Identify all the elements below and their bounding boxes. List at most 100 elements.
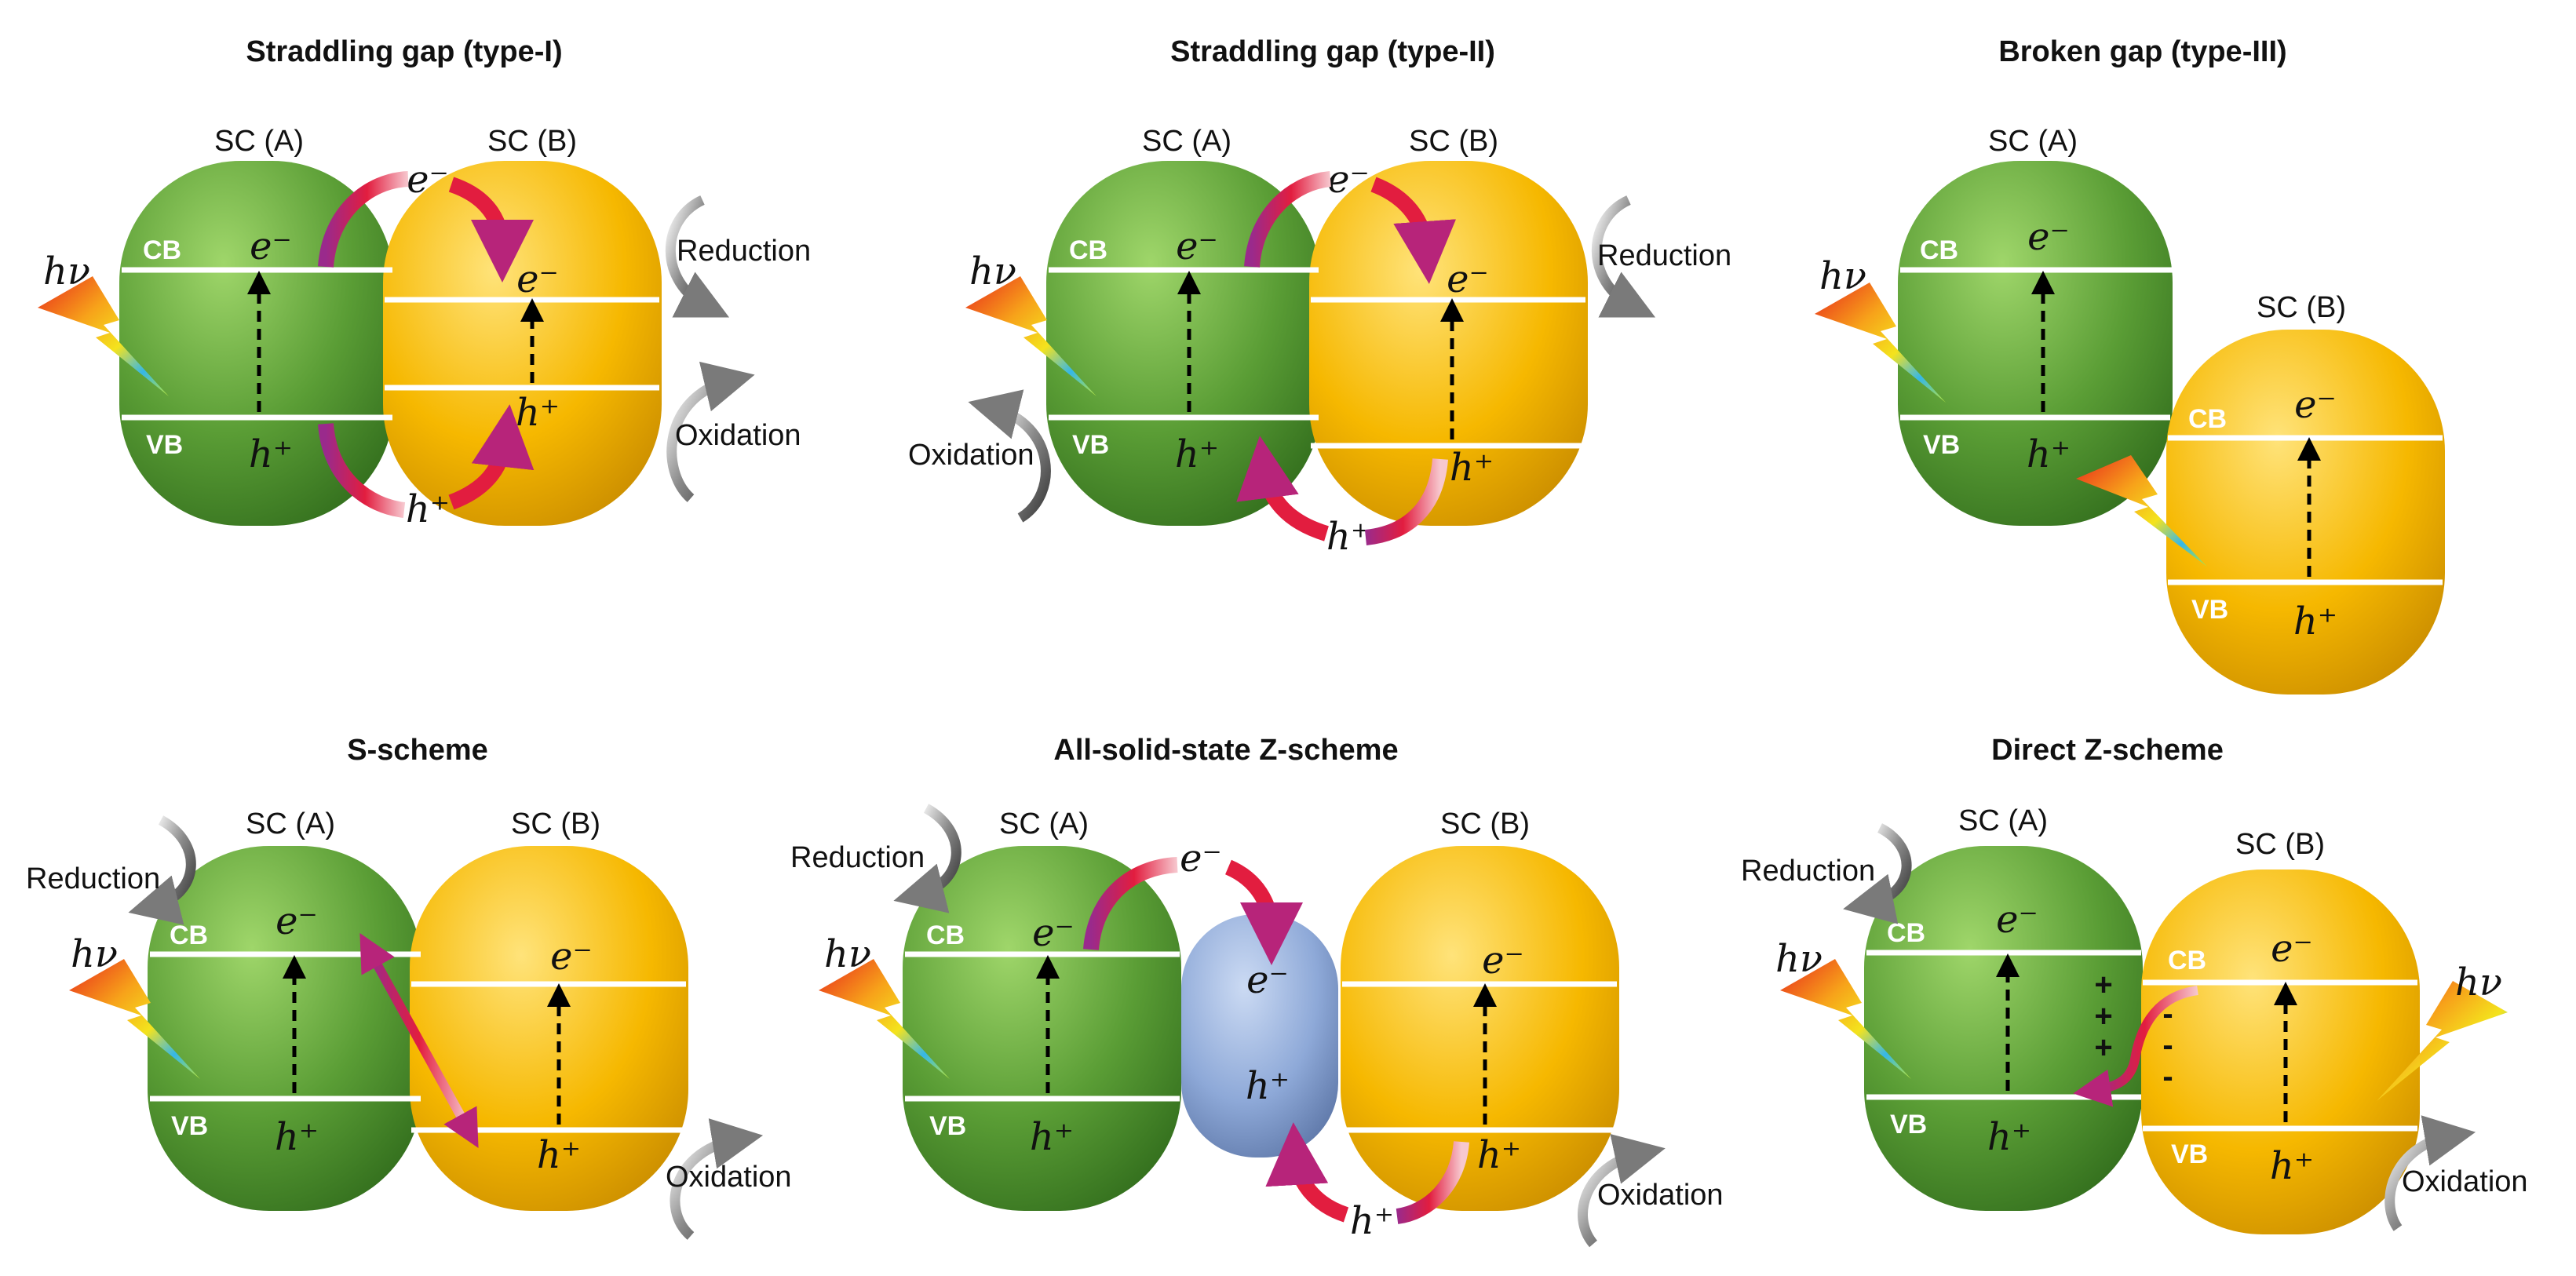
electron-b: e⁻ [2271, 927, 2313, 971]
positive-charge: + [2094, 1030, 2112, 1065]
cb-label: CB [1920, 235, 1958, 265]
cb-label: CB [926, 921, 965, 950]
cb-label: CB [143, 235, 181, 265]
electron-mediator [1181, 914, 1338, 1158]
semiconductor-b [1309, 161, 1588, 526]
vb-label: VB [929, 1111, 966, 1141]
oxidation-label: Oxidation [908, 439, 1034, 472]
panel-all-solid-z-scheme: All-solid-state Z-scheme SC (A) SC (B) C… [790, 734, 1724, 1248]
reduction-arrow-icon [1591, 195, 1656, 318]
photon-label: hν [1819, 254, 1866, 298]
lightning-icon [965, 276, 1096, 396]
reduction-arrow-icon [665, 195, 730, 318]
hole-arrow-tail [1396, 1140, 1469, 1224]
electron-arrow-tail [318, 171, 409, 268]
panel-title: Broken gap (type-III) [1998, 35, 2286, 68]
hole-b: h⁺ [2293, 600, 2337, 643]
sc-a-label: SC (A) [214, 125, 304, 158]
hole-b: h⁺ [1477, 1133, 1521, 1177]
hole-arrow-tail [318, 423, 406, 518]
photon-label: hν [969, 250, 1016, 293]
vb-label-b: VB [2171, 1139, 2208, 1169]
positive-charge: + [2094, 999, 2112, 1034]
electron-a: e⁻ [2027, 215, 2070, 259]
recombination-arrow [359, 932, 479, 1149]
electron-arrow [448, 177, 534, 283]
electron-b: e⁻ [2294, 383, 2337, 427]
electron-transfer: e⁻ [1180, 837, 1222, 880]
semiconductor-a [1864, 846, 2143, 1211]
semiconductor-b [383, 161, 662, 526]
panel-title: Direct Z-scheme [1991, 734, 2224, 767]
hole-arrow-tail [1364, 458, 1448, 545]
vb-label-b: VB [2191, 595, 2228, 625]
vb-label: VB [1923, 430, 1960, 460]
electron-a: e⁻ [250, 224, 292, 268]
hole-transfer: h⁺ [406, 487, 450, 531]
sc-b-label: SC (B) [487, 125, 577, 158]
electron-arrow-tail [1083, 857, 1178, 951]
reduction-label: Reduction [790, 841, 925, 874]
sc-b-label: SC (B) [2235, 828, 2325, 861]
panel-type-i: Straddling gap (type-I) SC (A) SC (B) CB… [38, 35, 811, 531]
panel-direct-z-scheme: Direct Z-scheme SC (A) SC (B) CB VB CB V… [1741, 734, 2528, 1234]
panel-type-iii: Broken gap (type-III) SC (A) SC (B) CB V… [1815, 35, 2445, 695]
photon-label: hν [1775, 937, 1823, 981]
semiconductor-a [1898, 161, 2173, 526]
sc-a-label: SC (A) [246, 808, 335, 840]
hole-b: h⁺ [1450, 446, 1494, 490]
electron-arrow [1370, 177, 1457, 284]
semiconductor-a [148, 846, 422, 1211]
sc-a-label: SC (A) [1958, 804, 2048, 837]
cb-label: CB [1887, 918, 1925, 948]
recombination-arrow [2073, 986, 2199, 1107]
hole-mediator-label: h⁺ [1246, 1064, 1290, 1108]
oxidation-label: Oxidation [666, 1161, 792, 1194]
lightning-icon [69, 959, 200, 1079]
hole-transfer: h⁺ [1326, 515, 1370, 559]
semiconductor-b [2166, 330, 2445, 695]
hole-arrow [1236, 436, 1330, 541]
electron-mediator-label: e⁻ [1246, 958, 1289, 1002]
sc-b-label: SC (B) [1440, 808, 1530, 840]
panel-title: All-solid-state Z-scheme [1053, 734, 1398, 767]
hole-a: h⁺ [249, 432, 293, 476]
electron-arrow [1224, 859, 1303, 965]
reduction-arrow-icon [128, 815, 196, 925]
lightning-icon-b [2076, 455, 2207, 567]
semiconductor-b [2141, 870, 2420, 1234]
hole-a: h⁺ [1987, 1115, 2031, 1159]
lightning-icon-b [2377, 981, 2508, 1101]
cb-label: CB [1069, 235, 1107, 265]
lightning-icon [1815, 283, 1946, 403]
hole-a: h⁺ [1030, 1115, 1074, 1159]
lightning-icon [38, 276, 169, 396]
vb-label: VB [146, 430, 183, 460]
electron-b: e⁻ [1447, 257, 1489, 301]
positive-charge: + [2094, 968, 2112, 1002]
oxidation-arrow-icon [968, 389, 1051, 523]
sc-b-label: SC (B) [2257, 291, 2346, 324]
reduction-label: Reduction [1597, 239, 1731, 272]
panel-title: Straddling gap (type-II) [1170, 35, 1495, 68]
oxidation-label: Oxidation [2402, 1165, 2528, 1198]
hole-a: h⁺ [1175, 432, 1219, 476]
panel-s-scheme: S-scheme SC (A) SC (B) CB VB e⁻ h⁺ e⁻ h⁺… [26, 734, 792, 1240]
semiconductor-b [410, 846, 688, 1211]
panel-type-ii: Straddling gap (type-II) SC (A) SC (B) C… [908, 35, 1731, 559]
vb-label: VB [1072, 430, 1109, 460]
electron-transfer: e⁻ [407, 158, 449, 202]
hole-b: h⁺ [516, 391, 560, 435]
oxidation-arrow-icon [670, 1118, 764, 1240]
photon-label-b: hν [2455, 961, 2502, 1004]
reduction-label: Reduction [1741, 855, 1875, 888]
reduction-arrow-icon [893, 804, 961, 913]
hole-transfer: h⁺ [1350, 1199, 1394, 1243]
electron-a: e⁻ [1996, 898, 2038, 942]
electron-b: e⁻ [550, 935, 593, 979]
negative-charge: - [2162, 1028, 2173, 1063]
reduction-label: Reduction [26, 862, 160, 895]
sc-b-label: SC (B) [511, 808, 600, 840]
photon-label: hν [824, 932, 871, 976]
